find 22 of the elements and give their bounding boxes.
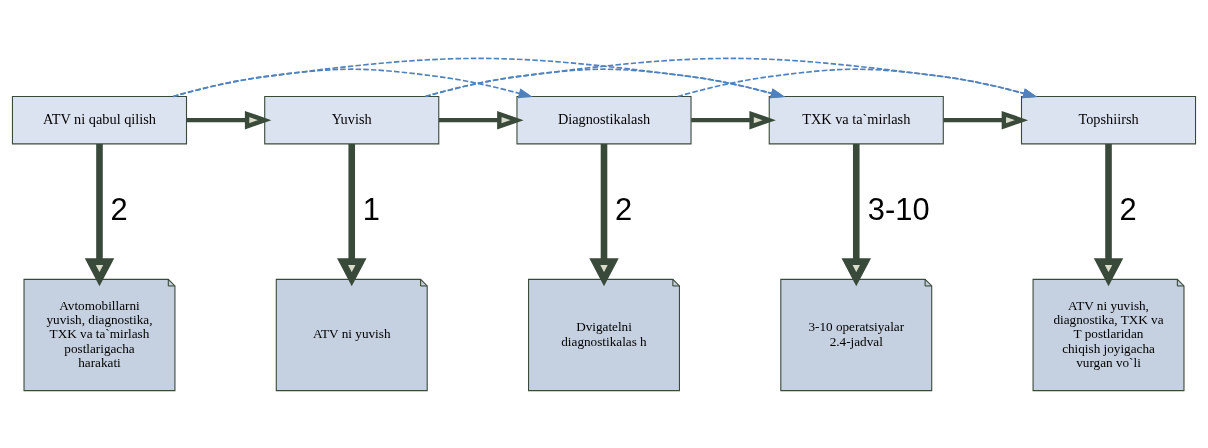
arrow [1093, 143, 1124, 286]
edge-label: 2 [110, 191, 128, 227]
node-box: Diagnostikalash [516, 95, 692, 144]
node-box: ATV ni qabul qilish [11, 95, 188, 144]
arrow [84, 143, 115, 286]
arrow [424, 57, 1038, 98]
arrow [186, 110, 272, 129]
arrow [943, 110, 1029, 129]
arrow [589, 143, 619, 286]
arrow [841, 143, 871, 286]
arrow [438, 110, 524, 129]
edge-label: 2 [615, 191, 633, 227]
edge-label: 2 [1119, 191, 1137, 227]
arrow [172, 57, 786, 98]
arrow [691, 110, 776, 129]
node-box: Topshiirsh [1020, 95, 1197, 144]
node-box: Yuvish [264, 95, 440, 144]
arrow [337, 143, 367, 286]
arrow [676, 67, 1038, 98]
edge-label: 1 [362, 191, 380, 227]
edge-label: 3-10 [867, 191, 930, 227]
node-box: TXK va ta`mirlash [768, 95, 944, 144]
